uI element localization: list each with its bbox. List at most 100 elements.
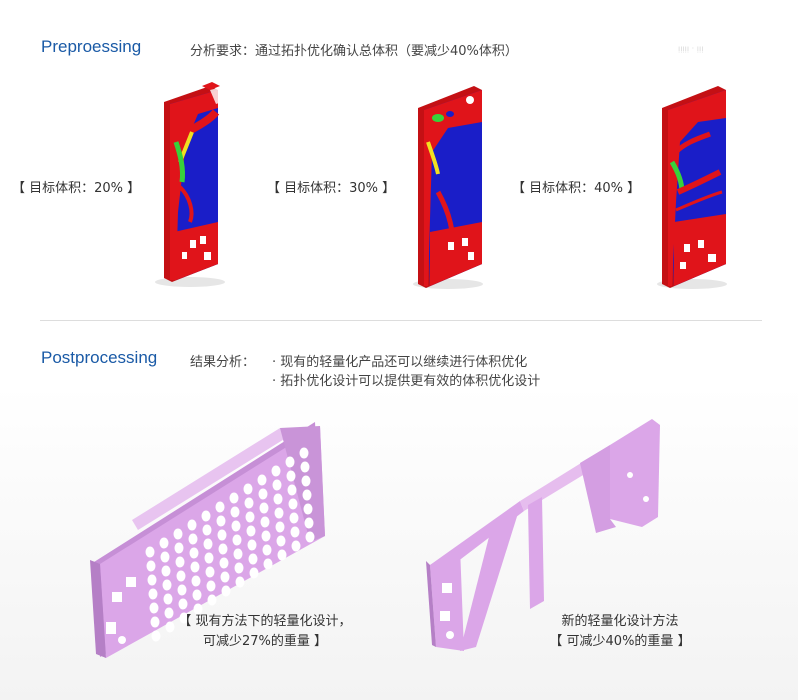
panel-hole <box>149 602 159 614</box>
panel-hole <box>163 593 173 605</box>
panel-hole <box>219 557 229 569</box>
panel-hole <box>229 492 239 504</box>
target-volume-30-label: 【 目标体积：30% 】 <box>267 181 396 196</box>
panel-hole <box>204 552 214 564</box>
panel-hole <box>216 515 226 527</box>
new-design-caption-line-2: 【 可减少40%的重量 】 <box>549 634 691 649</box>
panel-hole <box>287 484 297 496</box>
panel-hole <box>286 470 296 482</box>
panel-hole <box>233 548 243 560</box>
panel-hole <box>176 570 186 582</box>
panel-hole <box>258 488 268 500</box>
panel-hole <box>215 501 225 513</box>
panel-hole <box>271 465 281 477</box>
panel-hole <box>177 584 187 596</box>
panel-hole <box>221 585 231 597</box>
panel-hole <box>179 612 189 624</box>
panel-hole <box>192 589 202 601</box>
panel-hole <box>232 534 242 546</box>
panel-hole <box>303 503 313 515</box>
panel-hole <box>175 556 185 568</box>
panel-hole <box>189 547 199 559</box>
panel-hole <box>145 546 155 558</box>
panel-hole <box>275 521 285 533</box>
panel-hole <box>245 511 255 523</box>
panel-hole <box>276 535 286 547</box>
panel-hole <box>260 516 270 528</box>
analysis-requirement: 分析要求：通过拓扑优化确认总体积（要减少40%体积） <box>190 44 518 59</box>
panel-hole <box>291 540 301 552</box>
panel-hole <box>244 497 254 509</box>
panel-hole <box>150 616 160 628</box>
panel-hole <box>146 560 156 572</box>
panel-hole <box>178 598 188 610</box>
panel-hole <box>248 553 258 565</box>
panel-hole <box>261 530 271 542</box>
preprocessing-title: Preproessing <box>41 37 142 56</box>
existing-design-part-image <box>90 422 325 658</box>
panel-hole <box>299 447 309 459</box>
panel-hole <box>147 574 157 586</box>
panel-hole <box>259 502 269 514</box>
new-design-caption: 新的轻量化设计方法 【 可减少40%的重量 】 <box>525 612 715 652</box>
section-divider <box>40 320 762 321</box>
panel-hole <box>305 531 315 543</box>
result-bullet-2: · 拓扑优化设计可以提供更有效的体积优化设计 <box>272 374 541 389</box>
panel-hole <box>160 551 170 563</box>
panel-hole <box>302 489 312 501</box>
panel-hole <box>288 498 298 510</box>
postprocessing-title: Postprocessing <box>41 348 158 367</box>
panel-hole <box>249 567 259 579</box>
panel-hole <box>148 588 158 600</box>
panel-hole <box>202 524 212 536</box>
panel-hole <box>151 630 161 642</box>
panel-hole <box>300 461 310 473</box>
panel-hole <box>247 539 257 551</box>
panel-hole <box>257 474 267 486</box>
existing-design-caption-line-2: 可减少27%的重量 】 <box>202 634 328 649</box>
panel-hole <box>290 526 300 538</box>
panel-hole <box>234 562 244 574</box>
panel-hole <box>218 543 228 555</box>
panel-hole <box>201 510 211 522</box>
result-bullet-1: · 现有的轻量化产品还可以继续进行体积优化 <box>272 355 528 370</box>
panel-hole <box>205 566 215 578</box>
panel-hole <box>161 565 171 577</box>
target-volume-40-label: 【 目标体积：40% 】 <box>512 181 641 196</box>
panel-hole <box>207 594 217 606</box>
panel-hole <box>203 538 213 550</box>
panel-hole <box>217 529 227 541</box>
panel-hole <box>273 493 283 505</box>
panel-hole <box>162 579 172 591</box>
panel-hole <box>164 607 174 619</box>
panel-hole <box>174 542 184 554</box>
target-volume-20-label: 【 目标体积：20% 】 <box>12 181 141 196</box>
panel-hole <box>243 483 253 495</box>
panel-hole <box>193 603 203 615</box>
panel-hole <box>263 558 273 570</box>
new-design-caption-line-1: 新的轻量化设计方法 <box>561 614 679 629</box>
panel-hole <box>206 580 216 592</box>
panel-hole <box>191 575 201 587</box>
panel-hole <box>272 479 282 491</box>
existing-design-caption: 【 现有方法下的轻量化设计， 可减少27%的重量 】 <box>150 612 380 652</box>
panel-hole <box>301 475 311 487</box>
panel-hole <box>231 520 241 532</box>
panel-hole <box>190 561 200 573</box>
topology-result-30-image <box>413 86 483 289</box>
panel-hole <box>246 525 256 537</box>
panel-hole <box>220 571 230 583</box>
panel-hole <box>277 549 287 561</box>
result-analysis-label: 结果分析： <box>190 355 256 370</box>
watermark-text: ᴉᴉᴉᴉᴉ · ᴉᴉᴉ <box>678 44 704 53</box>
panel-hole <box>235 576 245 588</box>
panel-hole <box>289 512 299 524</box>
existing-design-caption-line-1: 【 现有方法下的轻量化设计， <box>178 614 352 629</box>
panel-hole <box>187 519 197 531</box>
panel-hole <box>230 506 240 518</box>
panel-hole <box>159 537 169 549</box>
panel-hole <box>262 544 272 556</box>
panel-hole <box>165 621 175 633</box>
new-design-part-image <box>426 419 660 651</box>
panel-hole <box>285 456 295 468</box>
